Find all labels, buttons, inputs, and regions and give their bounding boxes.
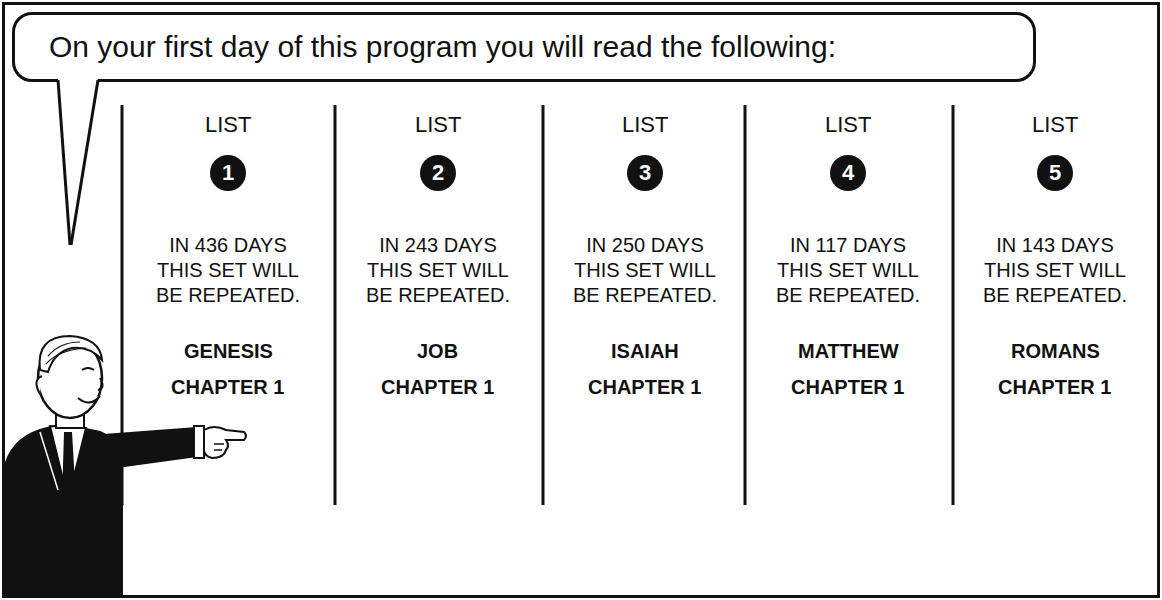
speech-text: On your first day of this program you wi… xyxy=(49,30,1033,64)
chapter-label: CHAPTER 1 xyxy=(171,376,284,399)
repeat-note: IN 143 DAYS THIS SET WILL BE REPEATED. xyxy=(976,233,1134,308)
list-number: 1 xyxy=(222,162,234,184)
list-number-circle: 5 xyxy=(1037,155,1073,191)
book-name: ISAIAH xyxy=(611,340,679,363)
list-number-circle: 4 xyxy=(830,155,866,191)
list-number-circle: 1 xyxy=(210,155,246,191)
chapter-label: CHAPTER 1 xyxy=(791,376,904,399)
column-dividers xyxy=(122,105,953,505)
list-heading: LIST xyxy=(1032,112,1078,138)
book-name: GENESIS xyxy=(184,340,273,363)
chapter-label: CHAPTER 1 xyxy=(998,376,1111,399)
repeat-note: IN 243 DAYS THIS SET WILL BE REPEATED. xyxy=(359,233,517,308)
repeat-note: IN 436 DAYS THIS SET WILL BE REPEATED. xyxy=(149,233,307,308)
list-number-circle: 2 xyxy=(420,155,456,191)
list-number: 5 xyxy=(1049,162,1061,184)
list-number-circle: 3 xyxy=(627,155,663,191)
book-name: ROMANS xyxy=(1011,340,1100,363)
list-number: 2 xyxy=(432,162,444,184)
list-heading: LIST xyxy=(825,112,871,138)
list-heading: LIST xyxy=(415,112,461,138)
chapter-label: CHAPTER 1 xyxy=(381,376,494,399)
speech-bubble: On your first day of this program you wi… xyxy=(12,12,1036,82)
list-number: 4 xyxy=(842,162,854,184)
repeat-note: IN 117 DAYS THIS SET WILL BE REPEATED. xyxy=(769,233,927,308)
repeat-note: IN 250 DAYS THIS SET WILL BE REPEATED. xyxy=(566,233,724,308)
list-number: 3 xyxy=(639,162,651,184)
chapter-label: CHAPTER 1 xyxy=(588,376,701,399)
list-heading: LIST xyxy=(205,112,251,138)
book-name: MATTHEW xyxy=(798,340,899,363)
list-heading: LIST xyxy=(622,112,668,138)
pointing-man xyxy=(4,336,246,596)
book-name: JOB xyxy=(417,340,458,363)
